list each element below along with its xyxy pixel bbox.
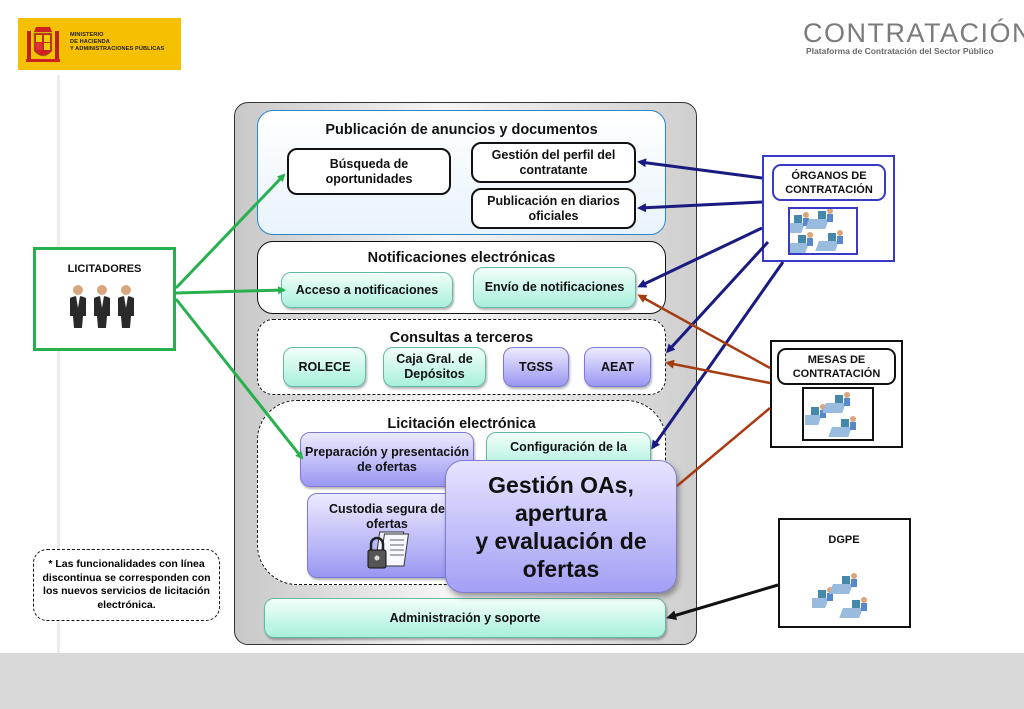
arrow-mesas-gestion	[676, 407, 771, 487]
custodia-ofertas-label: Custodia segura de ofertas	[329, 502, 445, 531]
licitadores-label: LICITADORES	[67, 263, 142, 275]
preparacion-ofertas-box: Preparación y presentación de ofertas	[300, 432, 474, 487]
publicacion-diarios-box: Publicación en diarios oficiales	[471, 188, 636, 229]
legend-note: * Las funcionalidades con línea disconti…	[33, 549, 220, 621]
ministry-line-2: DE HACIENDA	[70, 39, 110, 45]
brand-subtitle: Plataforma de Contratación del Sector Pú…	[806, 46, 994, 56]
people-icon	[70, 285, 134, 328]
brand-title: CONTRATACIÓN	[803, 18, 1024, 48]
acceso-notificaciones-box: Acceso a notificaciones	[281, 272, 453, 308]
administracion-soporte-box: Administración y soporte	[264, 598, 666, 638]
ministry-line-3: Y ADMINISTRACIONES PÚBLICAS	[70, 46, 165, 52]
arrow-licitadores-preparacion	[174, 298, 304, 460]
section-publicacion-title: Publicación de anuncios y documentos	[325, 122, 598, 138]
footer-band	[0, 653, 1024, 709]
busqueda-oportunidades-box: Búsqueda de oportunidades	[287, 148, 451, 195]
rolece-box: ROLECE	[283, 347, 366, 387]
mesas-label: MESAS DE CONTRATACIÓN	[777, 348, 896, 385]
caja-depositos-box: Caja Gral. de Depósitos	[383, 347, 486, 387]
callout-line-2: apertura	[514, 499, 608, 526]
office-workers-icon	[790, 209, 843, 253]
divider-line	[57, 75, 60, 653]
callout-line-4: ofertas	[522, 555, 600, 582]
actor-licitadores: LICITADORES	[33, 247, 176, 351]
arrow-dgpe-administracion	[666, 583, 779, 621]
ministry-logo: MINISTERIO DE HACIENDA Y ADMINISTRACIONE…	[18, 18, 181, 70]
arrow-mesas-envio	[637, 294, 771, 370]
gestion-oas-callout: Gestión OAs, apertura y evaluación de of…	[445, 460, 677, 593]
section-notificaciones-title: Notificaciones electrónicas	[367, 250, 556, 266]
arrow-organos-perfil	[637, 158, 763, 180]
organos-label: ÓRGANOS DE CONTRATACIÓN	[772, 164, 886, 201]
actor-dgpe: DGPE	[778, 518, 911, 628]
gestion-perfil-box: Gestión del perfil del contratante	[471, 142, 636, 183]
arrow-licitadores-acceso	[175, 286, 286, 295]
callout-line-3: y evaluación de	[475, 527, 647, 554]
arrow-organos-diarios	[637, 200, 763, 213]
ministry-line-1: MINISTERIO	[70, 32, 104, 38]
tgss-box: TGSS	[503, 347, 569, 387]
section-licitacion-title: Licitación electrónica	[387, 416, 536, 432]
arrow-organos-configuracion	[651, 261, 785, 450]
section-consultas-title: Consultas a terceros	[389, 330, 534, 346]
actor-organos: ÓRGANOS DE CONTRATACIÓN	[762, 155, 895, 262]
arrow-licitadores-busqueda	[174, 173, 286, 290]
arrow-mesas-consultas	[665, 359, 771, 385]
ministry-name: MINISTERIO DE HACIENDA Y ADMINISTRACIONE…	[70, 32, 164, 53]
envio-notificaciones-box: Envío de notificaciones	[473, 267, 636, 308]
coat-of-arms-icon	[26, 27, 60, 62]
arrow-organos-consultas	[665, 240, 770, 354]
actor-mesas: MESAS DE CONTRATACIÓN	[770, 340, 903, 448]
dgpe-label: DGPE	[828, 534, 860, 546]
callout-line-1: Gestión OAs,	[488, 471, 634, 498]
secure-documents-icon	[367, 531, 410, 569]
arrow-organos-envio	[637, 226, 763, 288]
aeat-box: AEAT	[584, 347, 651, 387]
